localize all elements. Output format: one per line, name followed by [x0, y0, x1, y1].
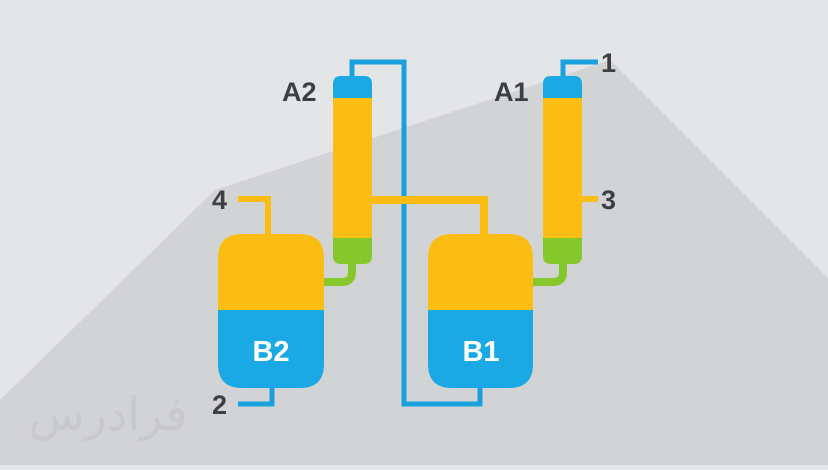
stream-1-label: 1: [601, 48, 616, 78]
column-a1-top: [543, 76, 582, 98]
column-a2-body: [333, 98, 372, 240]
vessel-b2-bottom: [218, 310, 324, 388]
column-a2-label: A2: [282, 77, 317, 107]
pipe-stream-1: [560, 59, 598, 78]
column-a2-bottom: [333, 238, 372, 264]
stream-2-label: 2: [212, 390, 227, 420]
vessel-b1-bottom: [428, 310, 533, 388]
vessel-b2: B2: [218, 234, 324, 388]
watermark-logo: فرادرس: [28, 387, 187, 442]
vessel-b2-label: B2: [252, 336, 289, 368]
column-a2-top: [333, 76, 372, 98]
pipe-a1-b1-green: [533, 262, 567, 286]
column-a2: [333, 76, 372, 264]
flat-shadow: [0, 60, 828, 465]
vessel-b1-label: B1: [462, 336, 499, 368]
pipe-stream-4: [238, 196, 271, 236]
stream-3-label: 3: [601, 185, 616, 215]
vessel-b1: B1: [428, 234, 533, 388]
vessel-b2-top: [218, 234, 324, 312]
column-a1-bottom: [543, 238, 582, 264]
pipe-a2-b1-yellow: [372, 196, 488, 236]
pipe-a2-b2-green: [322, 262, 356, 286]
stream-4-label: 4: [212, 185, 227, 215]
vessel-b1-top: [428, 234, 533, 312]
column-a1-body: [543, 98, 582, 240]
column-a1-label: A1: [494, 77, 529, 107]
column-a1: [543, 76, 582, 264]
pipe-a2-b1-blue: [349, 59, 483, 407]
pipe-stream-2: [238, 385, 275, 407]
